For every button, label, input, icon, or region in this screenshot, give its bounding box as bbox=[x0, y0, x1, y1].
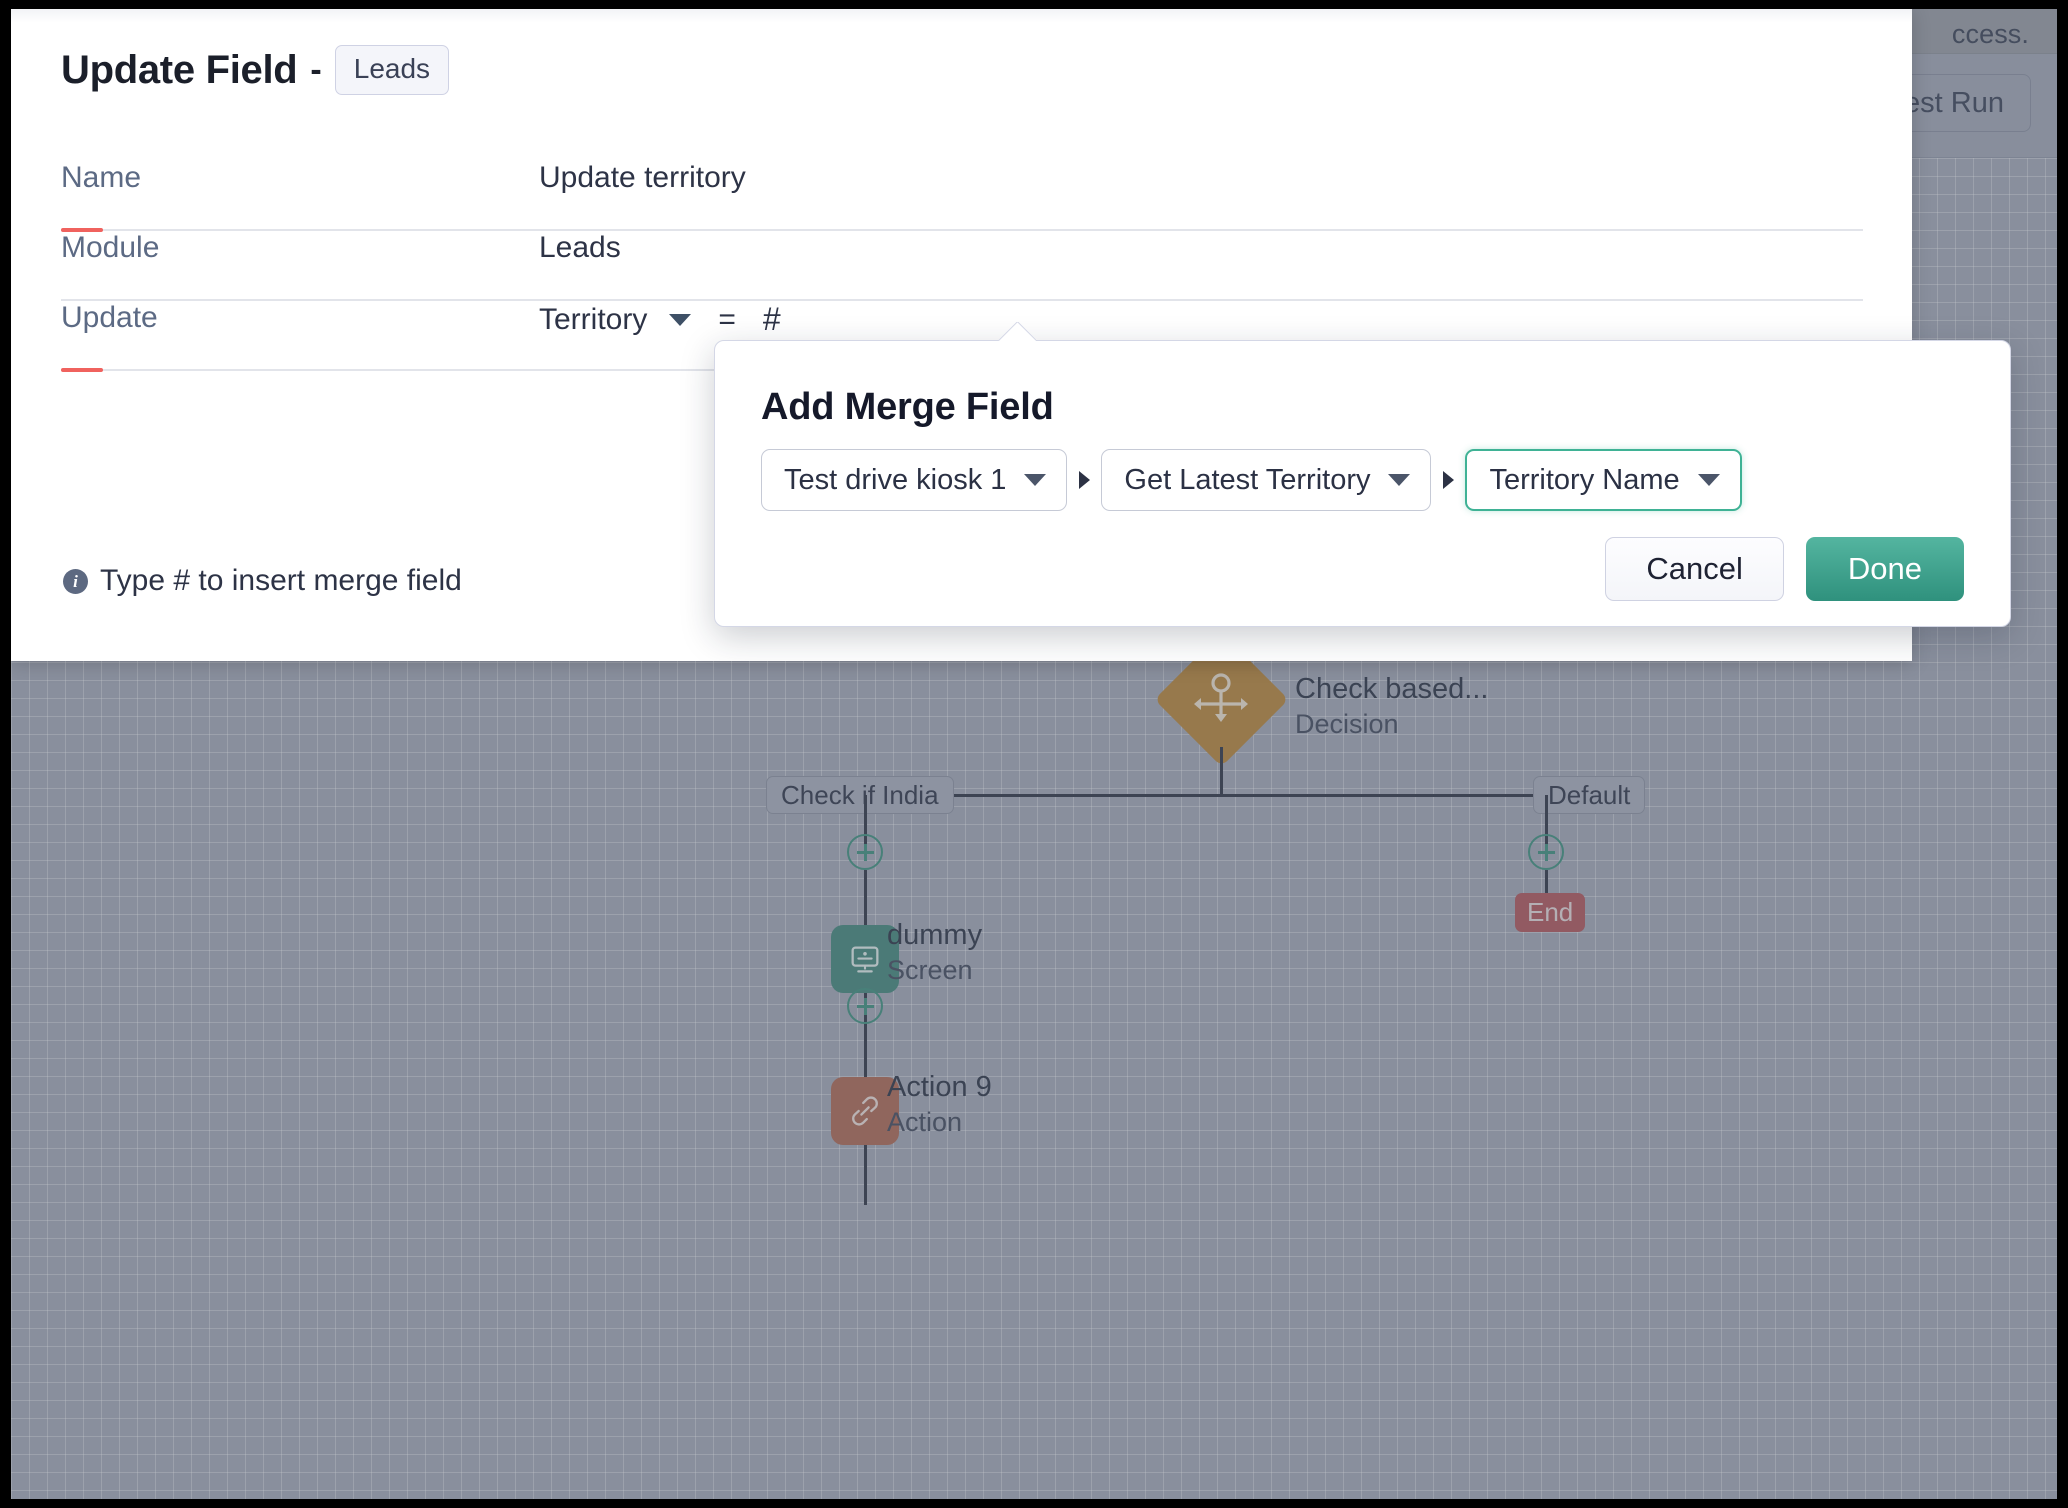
form-underline-name bbox=[61, 229, 1863, 231]
update-operator: = bbox=[718, 302, 736, 336]
browser-frame: ccess. est Run Check based... Decision bbox=[11, 9, 2057, 1499]
popup-actions: Cancel Done bbox=[1605, 537, 1964, 601]
form-label-update: Update bbox=[61, 301, 158, 334]
merge-path-select-step[interactable]: Get Latest Territory bbox=[1101, 449, 1432, 511]
page-title: Update Field bbox=[61, 47, 298, 92]
edge-below-action bbox=[864, 1145, 867, 1205]
edge-right-branch-upper bbox=[1545, 795, 1548, 852]
chevron-down-icon bbox=[1697, 474, 1720, 486]
update-value-controls: Territory = # bbox=[539, 301, 781, 338]
flow-node-screen[interactable] bbox=[831, 925, 899, 993]
form-underline-accent-update bbox=[61, 368, 103, 372]
path-separator bbox=[1067, 471, 1101, 489]
merge-field-hint-text: Type # to insert merge field bbox=[100, 564, 462, 597]
screen-node-subtitle: Screen bbox=[887, 955, 973, 985]
merge-field-hint: i Type # to insert merge field bbox=[63, 564, 462, 598]
edge-left-branch-upper bbox=[864, 795, 867, 852]
branch-label-default[interactable]: Default bbox=[1533, 776, 1646, 814]
popup-pointer-arrow bbox=[998, 322, 1036, 341]
add-step-button-after-screen[interactable] bbox=[847, 988, 883, 1024]
chevron-down-icon bbox=[1024, 474, 1047, 486]
add-step-button-left-branch[interactable] bbox=[847, 834, 883, 870]
add-merge-field-popup: Add Merge Field Test drive kiosk 1 Get L… bbox=[714, 340, 2011, 627]
decision-node-title: Check based... bbox=[1295, 673, 1489, 705]
update-field-select[interactable]: Territory bbox=[539, 302, 648, 336]
done-button[interactable]: Done bbox=[1805, 537, 1964, 601]
success-message-partial: ccess. bbox=[1951, 19, 2029, 49]
info-icon: i bbox=[63, 568, 88, 594]
form-value-name[interactable]: Update territory bbox=[539, 161, 746, 194]
form-label-module: Module bbox=[61, 231, 160, 264]
popup-title: Add Merge Field bbox=[761, 386, 1054, 428]
merge-field-token[interactable]: # bbox=[762, 301, 781, 337]
module-chip: Leads bbox=[334, 45, 450, 95]
form-value-module: Leads bbox=[539, 231, 621, 264]
form-underline-module bbox=[61, 299, 1863, 301]
link-icon bbox=[852, 1096, 878, 1126]
edge-split-bar bbox=[864, 794, 1547, 797]
flow-node-action[interactable] bbox=[831, 1077, 899, 1145]
path-separator bbox=[1431, 471, 1465, 489]
screen-node-title: dummy bbox=[887, 919, 983, 951]
edge-decision-to-split bbox=[1220, 747, 1223, 795]
chevron-down-icon[interactable] bbox=[669, 313, 692, 326]
title-dash: - bbox=[310, 50, 322, 89]
merge-path-select-field-label: Territory Name bbox=[1489, 463, 1680, 496]
chevron-down-icon bbox=[1388, 474, 1411, 486]
merge-path-select-field[interactable]: Territory Name bbox=[1465, 449, 1742, 511]
action-node-subtitle: Action bbox=[887, 1107, 963, 1137]
merge-path-select-source-label: Test drive kiosk 1 bbox=[784, 463, 1007, 496]
panel-top-sheen bbox=[11, 9, 1912, 23]
add-step-button-right-branch[interactable] bbox=[1528, 834, 1564, 870]
chevron-right-icon bbox=[1442, 471, 1454, 489]
panel-header: Update Field - Leads bbox=[61, 45, 450, 95]
cancel-button[interactable]: Cancel bbox=[1605, 537, 1784, 601]
decision-node-subtitle: Decision bbox=[1295, 709, 1399, 739]
merge-field-path-selectors: Test drive kiosk 1 Get Latest Territory … bbox=[761, 449, 1742, 511]
edge-screen-to-action-lower bbox=[864, 1024, 867, 1079]
branch-label-check-if-india[interactable]: Check if India bbox=[766, 776, 954, 814]
end-badge: End bbox=[1515, 893, 1586, 932]
form-label-name: Name bbox=[61, 161, 142, 194]
action-node-title: Action 9 bbox=[887, 1071, 992, 1103]
form-underline-accent-name bbox=[61, 228, 103, 232]
decision-branch-icon bbox=[1194, 673, 1248, 722]
chevron-right-icon bbox=[1078, 471, 1090, 489]
edge-left-branch-lower bbox=[864, 870, 867, 933]
merge-path-select-source[interactable]: Test drive kiosk 1 bbox=[761, 449, 1068, 511]
edge-right-branch-lower bbox=[1545, 870, 1548, 900]
merge-path-select-step-label: Get Latest Territory bbox=[1124, 463, 1371, 496]
screen-monitor-icon bbox=[851, 946, 879, 973]
